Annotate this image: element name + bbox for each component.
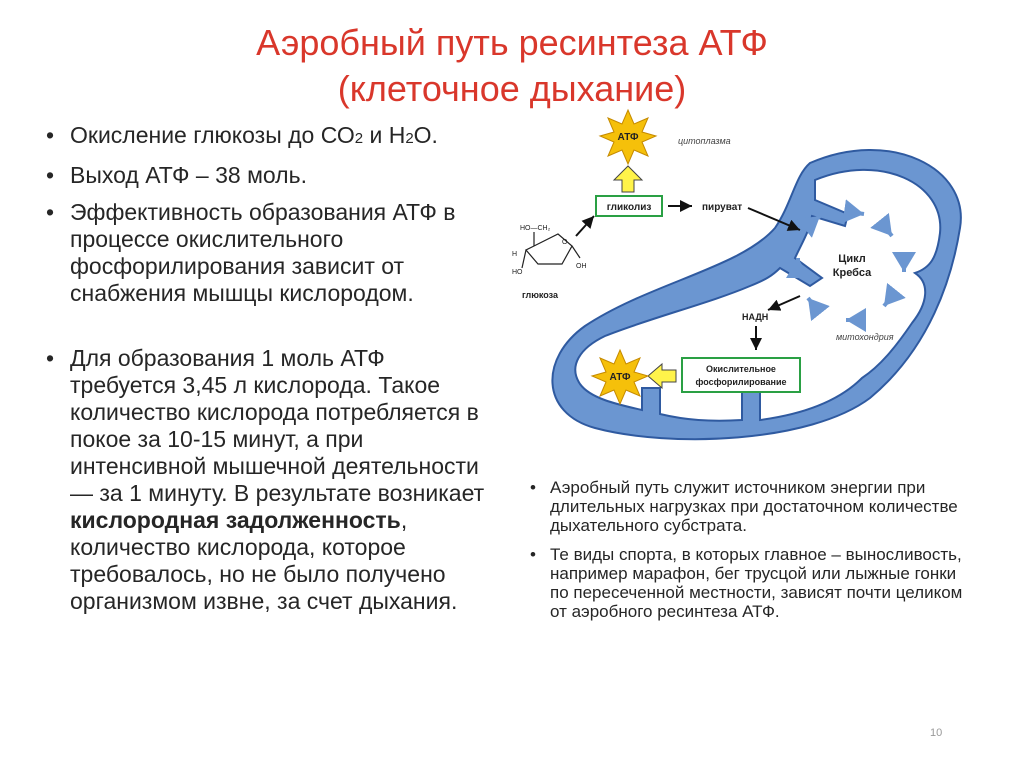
oxphos-label-line-1: Окислительное: [706, 364, 776, 374]
krebs-label-line-1: Цикл: [838, 253, 865, 265]
nadh-label: НАДН: [742, 312, 768, 322]
bullet-text: Эффективность образования АТФ в процессе…: [70, 199, 456, 306]
left-bullet-list: Окисление глюкозы до СО2 и Н2О. Выход АТ…: [44, 122, 494, 615]
arrow-glucose-to-glycolysis: [575, 215, 595, 237]
bullet-text: Аэробный путь служит источником энергии …: [550, 478, 958, 535]
glucose-label: глюкоза: [522, 290, 559, 300]
pyruvate-label: пируват: [702, 202, 742, 213]
oxphos-box: [681, 357, 801, 393]
mitochondria-label: митохондрия: [836, 332, 894, 342]
bullet-glucose-oxidation: Окисление глюкозы до СО2 и Н2О.: [44, 122, 494, 152]
bullet-efficiency: Эффективность образования АТФ в процессе…: [44, 199, 494, 307]
krebs-cycle-arrows: [786, 199, 916, 332]
bullet-text: Окисление глюкозы до СО: [70, 122, 355, 148]
cytoplasm-label: цитоплазма: [678, 136, 731, 146]
atp-star-bottom: [590, 348, 650, 406]
glucose-structure: [521, 232, 581, 269]
mitochondria-diagram: АТФ гликолиз цитоплазма пируват Цикл Кре…: [512, 108, 962, 441]
right-bullet-list: Аэробный путь служит источником энергии …: [528, 478, 968, 631]
glucose-oh: OH: [576, 263, 587, 270]
atp-label-top: АТФ: [618, 132, 639, 143]
bullet-text: Выход АТФ – 38 моль.: [70, 162, 307, 188]
mitochondrion-matrix: [574, 168, 942, 422]
bullet-text: О.: [413, 122, 438, 148]
slide-title-line-1: Аэробный путь ресинтеза АТФ: [256, 22, 768, 63]
subscript-2: 2: [354, 130, 364, 147]
bullet-text: Те виды спорта, в которых главное – выно…: [550, 545, 963, 621]
slide-title-line-2: (клеточное дыхание): [337, 68, 687, 109]
glucose-ho: HO: [512, 269, 523, 276]
bullet-oxygen-debt: Для образования 1 моль АТФ требуется 3,4…: [44, 345, 494, 615]
glucose-ho-ch2: HO—CH₂: [520, 225, 551, 232]
glucose-h: H: [512, 251, 517, 258]
glycolysis-box: [595, 195, 663, 217]
arrow-pyruvate-to-krebs: [747, 207, 801, 231]
glucose-o: O: [562, 239, 568, 246]
arrow-krebs-to-nadh: [767, 295, 801, 311]
yellow-arrow-up: [612, 165, 644, 193]
bullet-text: Для образования 1 моль АТФ требуется 3,4…: [70, 345, 485, 506]
oxphos-label-line-2: фосфорилирование: [695, 377, 786, 387]
bullet-aerobic-source: Аэробный путь служит источником энергии …: [528, 478, 968, 535]
krebs-label-line-2: Кребса: [833, 267, 872, 279]
bullet-endurance-sports: Те виды спорта, в которых главное – выно…: [528, 545, 968, 621]
bullet-atp-yield: Выход АТФ – 38 моль.: [44, 162, 494, 189]
yellow-arrow-left: [647, 362, 677, 390]
bold-term-oxygen-debt: кислородная задолженность: [70, 507, 401, 533]
atp-star-top: [598, 108, 658, 166]
atp-label-bottom: АТФ: [610, 372, 631, 383]
glycolysis-label: гликолиз: [607, 202, 652, 213]
bullet-text: , количество кислорода, которое требовал…: [70, 507, 458, 614]
page-number: 10: [930, 727, 943, 739]
subscript-2: 2: [405, 130, 414, 147]
bullet-text: и Н: [363, 122, 406, 148]
